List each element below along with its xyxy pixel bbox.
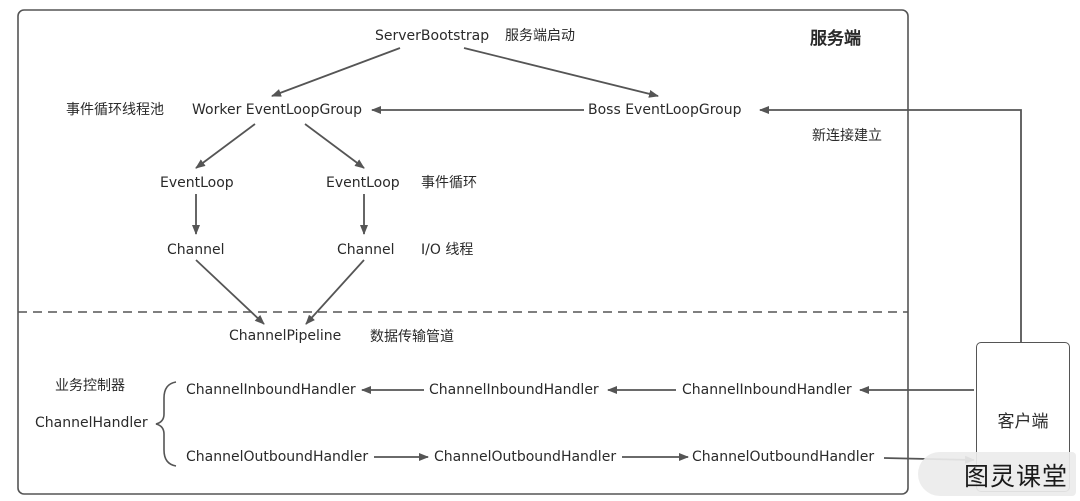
event-loop-left-node: EventLoop (160, 175, 234, 191)
arrow-bootstrap-to-worker (271, 47, 401, 97)
io-thread-note: I/O 线程 (421, 242, 474, 258)
outbound-handler-1: ChannelOutboundHandler (186, 449, 369, 465)
pipeline-node: ChannelPipeline (229, 328, 342, 344)
server-title: 服务端 (810, 29, 861, 49)
worker-group-node: Worker EventLoopGroup (192, 102, 363, 118)
handler-brace (155, 381, 177, 467)
boss-group-node: Boss EventLoopGroup (588, 102, 742, 118)
watermark-text: 图灵课堂 (963, 462, 1068, 491)
arrow-bootstrap-to-boss (463, 47, 659, 98)
channel-left-node: Channel (167, 242, 225, 258)
bootstrap-note: 服务端启动 (505, 28, 575, 44)
arrow-worker-to-eventloop-right (304, 123, 365, 169)
arrow-client-to-boss (759, 106, 1022, 342)
outbound-handler-3: ChannelOutboundHandler (692, 449, 875, 465)
server-frame (17, 9, 909, 495)
arrow-channel-right-to-pipeline (305, 259, 365, 325)
client-title: 客户端 (997, 412, 1049, 432)
pipeline-note: 数据传输管道 (370, 329, 454, 345)
channel-right-node: Channel (337, 242, 395, 258)
outbound-handler-2: ChannelOutboundHandler (434, 449, 617, 465)
channel-handler-label: ChannelHandler (35, 415, 148, 431)
new-connection-note: 新连接建立 (812, 128, 882, 144)
worker-note: 事件循环线程池 (66, 102, 164, 118)
inbound-handler-2: ChannelInboundHandler (429, 382, 599, 398)
inbound-handler-3: ChannelInboundHandler (682, 382, 852, 398)
event-loop-note: 事件循环 (421, 175, 477, 191)
business-controller-label: 业务控制器 (55, 378, 125, 394)
arrow-channel-left-to-pipeline (195, 259, 265, 325)
inbound-handler-1: ChannelInboundHandler (186, 382, 356, 398)
watermark-badge: 图灵课堂 (918, 452, 1076, 496)
arrow-worker-to-eventloop-left (195, 123, 256, 169)
event-loop-right-node: EventLoop (326, 175, 400, 191)
bootstrap-node: ServerBootstrap (375, 28, 490, 44)
